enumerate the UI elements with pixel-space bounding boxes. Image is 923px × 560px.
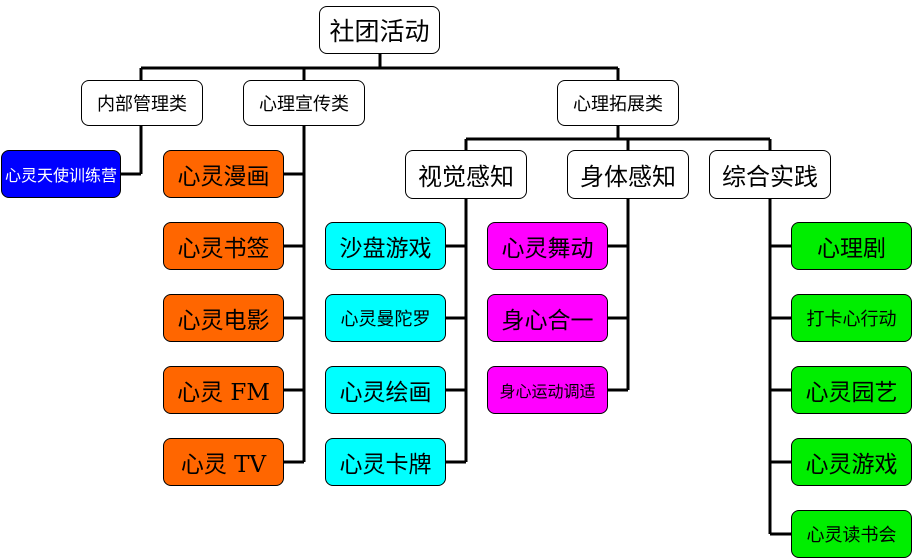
item-heart-fm: 心灵 FM	[163, 366, 284, 414]
item-heart-mandala: 心灵曼陀罗	[325, 294, 446, 342]
item-heart-painting: 心灵绘画	[325, 366, 446, 414]
subcategory-body-perception: 身体感知	[567, 150, 689, 199]
item-heart-cards: 心灵卡牌	[325, 438, 446, 486]
item-heart-angel-camp: 心灵天使训练营	[1, 150, 121, 198]
item-psychodrama: 心理剧	[791, 222, 912, 270]
item-heart-tv: 心灵 TV	[163, 438, 284, 486]
item-sandplay: 沙盘游戏	[325, 222, 446, 270]
item-heart-gardening: 心灵园艺	[791, 366, 912, 414]
item-heart-games: 心灵游戏	[791, 438, 912, 486]
item-checkin-action: 打卡心行动	[791, 294, 912, 342]
item-heart-bookmark: 心灵书签	[163, 222, 284, 270]
item-heart-comic: 心灵漫画	[163, 150, 284, 198]
subcategory-visual-perception: 视觉感知	[405, 150, 527, 199]
item-body-mind-unity: 身心合一	[487, 294, 608, 342]
item-body-mind-exercise: 身心运动调适	[487, 366, 608, 414]
item-heart-dance: 心灵舞动	[487, 222, 608, 270]
category-psych-expansion: 心理拓展类	[557, 80, 679, 126]
item-heart-book-club: 心灵读书会	[791, 510, 912, 558]
category-psych-promotion: 心理宣传类	[243, 80, 365, 126]
subcategory-integrated-practice: 综合实践	[709, 150, 831, 199]
root-node: 社团活动	[319, 6, 440, 54]
category-internal-management: 内部管理类	[81, 80, 203, 126]
item-heart-movie: 心灵电影	[163, 294, 284, 342]
